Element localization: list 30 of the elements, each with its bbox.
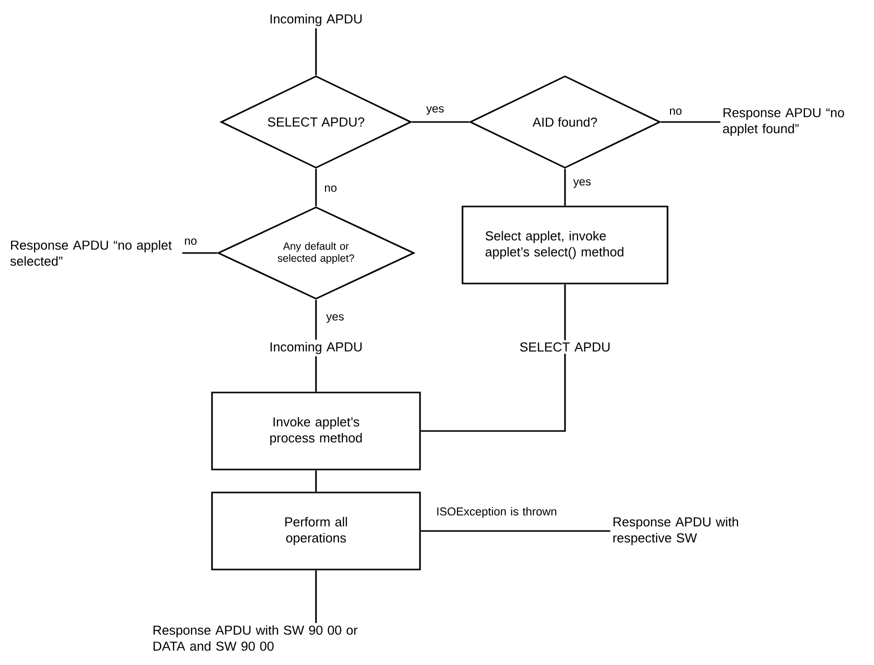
connector-line [315, 168, 317, 206]
process-box: Perform all operations [211, 492, 421, 570]
edge-label: yes [573, 179, 591, 188]
connector-line [564, 168, 566, 206]
edge-label: ISOException is thrown [437, 507, 556, 518]
flow-text: SELECT APDU [520, 342, 610, 352]
connector-line [315, 300, 317, 340]
connector-line [420, 530, 610, 532]
flow-text: Response APDU with SW 90 00 or DATA and SW 90 00 [154, 625, 358, 651]
edge-label: no [184, 238, 197, 245]
flow-text: Incoming APDU [270, 342, 362, 354]
connector-line [182, 252, 218, 254]
connector-line [315, 570, 317, 624]
process-box: Invoke applet’s process method [211, 392, 421, 470]
flow-text: Response APDU “no applet selected” [10, 240, 172, 266]
connector-line [660, 121, 720, 123]
flow-text: Response APDU with respective SW [613, 516, 738, 546]
connector-line [420, 354, 566, 432]
edge-label: yes [326, 314, 344, 323]
process-box: Select applet, invoke applet’s select() method [462, 206, 668, 284]
flow-text: Response APDU “no applet found” [723, 108, 844, 136]
connector-line [412, 121, 470, 123]
connector-line [315, 28, 317, 76]
connector-line [315, 356, 317, 392]
connector-line [315, 470, 317, 492]
edge-label: no [670, 108, 682, 115]
connector-line [564, 284, 566, 340]
edge-label: no [324, 186, 337, 192]
flow-text: Incoming APDU [270, 14, 362, 26]
edge-label: yes [426, 106, 444, 115]
